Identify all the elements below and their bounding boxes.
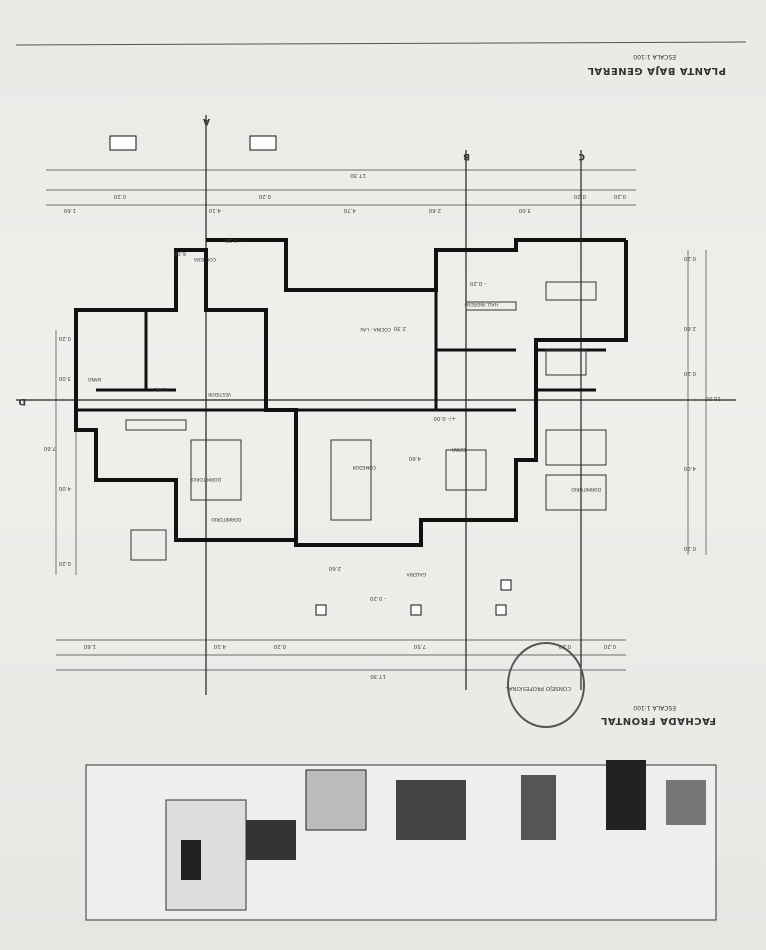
room-label: COCINA - LAV. <box>359 326 391 331</box>
axis-label-a-top: A <box>203 116 210 126</box>
room-label: DORMITORIO <box>571 486 601 491</box>
level-mark: - 0.20 <box>225 237 241 243</box>
dimension-label: 3.00 <box>518 207 531 213</box>
stamp-text: CONSEJO PROFESIONAL <box>505 685 571 691</box>
exterior-walls <box>74 238 628 547</box>
room-label: COMEDOR <box>352 464 376 469</box>
room-label: BAÑO <box>152 386 166 391</box>
room-label: ESTAR <box>451 446 466 451</box>
dimension-label: 0.20 <box>683 255 696 261</box>
dimension-label: 4.70 <box>343 207 356 213</box>
room-label: HALL INGRESO <box>464 301 498 306</box>
dimension-label: 0.20 <box>558 643 571 649</box>
dimension-label: 0.20 <box>58 560 71 566</box>
level-mark: - 0.20 <box>370 595 386 601</box>
dimension-label: 0.20 <box>683 370 696 376</box>
dimension-label: 0.20 <box>258 193 271 199</box>
dimension-label: 0.20 <box>58 335 71 341</box>
dimension-label: 4.00 <box>683 465 696 471</box>
room-label: VESTIDOR <box>208 391 231 396</box>
room-label: GALERIA <box>406 571 426 576</box>
dimension-label: 1.60 <box>63 207 76 213</box>
dimension-total-bottom: 17.30 <box>370 673 386 679</box>
dimension-label: 0.20 <box>113 193 126 199</box>
dimension-label: 7.50 <box>413 643 426 649</box>
dimension-label: 0.20 <box>683 545 696 551</box>
dimension-label: 4.10 <box>208 207 221 213</box>
axis-label-d: D <box>18 396 26 406</box>
dimension-label: 7.60 <box>43 445 56 451</box>
dimension-label: 0.20 <box>603 643 616 649</box>
approval-stamp <box>507 642 585 728</box>
dimension-label: 3.00 <box>58 375 71 381</box>
plan-title: PLANTA BAJA GENERAL <box>587 65 726 76</box>
columns <box>109 135 512 616</box>
dimension-label: 1.60 <box>83 643 96 649</box>
dimension-label: 4.10 <box>213 643 226 649</box>
dimension-label: 2.60 <box>683 325 696 331</box>
dimension-label: 2.60 <box>328 565 341 571</box>
plan-scale: ESCALA 1:100 <box>633 53 676 60</box>
facade-title: FACHADA FRONTAL <box>600 715 716 726</box>
dimension-label: 2.60 <box>428 207 441 213</box>
axis-label-c-top: C <box>578 151 585 161</box>
furniture <box>125 281 607 561</box>
facade-drawing <box>85 760 717 921</box>
dimension-label: 6.00 <box>173 250 186 256</box>
level-mark: +/- 0.00 <box>433 415 456 421</box>
dimension-total-right: 10.00 <box>705 395 721 401</box>
room-label: DORMITORIO <box>211 516 241 521</box>
axis-label-b-top: B <box>463 151 470 161</box>
grid-axes <box>16 115 736 695</box>
facade-scale: ESCALA 1:100 <box>633 704 676 711</box>
dimension-label: 2.30 <box>393 325 406 331</box>
room-label: DORMITORIO <box>191 476 221 481</box>
sheet-frame-top <box>15 41 747 46</box>
room-label: BAÑO <box>87 376 101 381</box>
dimension-label: 0.20 <box>573 193 586 199</box>
level-mark: - 0.20 <box>470 280 486 286</box>
dimension-label: 4.00 <box>58 485 71 491</box>
dimension-label: 4.60 <box>408 455 421 461</box>
dimension-total-top: 17.30 <box>350 172 366 178</box>
dimension-label: 0.20 <box>613 193 626 199</box>
room-label: COCHERA <box>193 256 216 261</box>
dimension-lines <box>46 169 707 671</box>
dimension-label: 0.20 <box>273 643 286 649</box>
